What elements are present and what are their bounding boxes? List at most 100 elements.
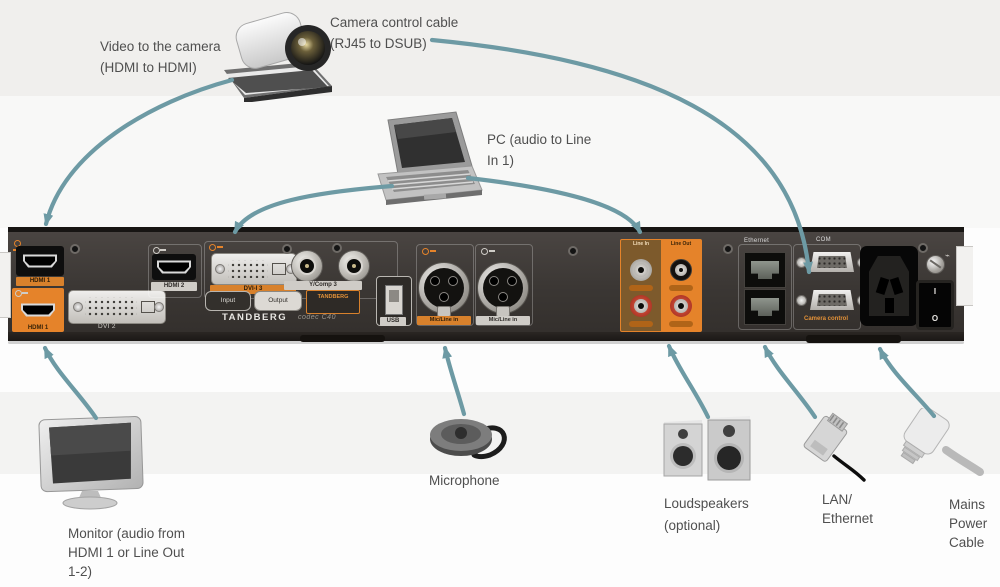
usb-port [385, 285, 403, 315]
brand-logo: TANDBERG [222, 312, 288, 323]
xlr-mic-line-in-2 [477, 262, 529, 317]
panel-screw [568, 246, 578, 256]
dvi-in-3-label: DVI-I 3 [210, 285, 296, 294]
mic-line-in-1-label: Mic/Line in [417, 316, 471, 325]
input-arrow-icon [160, 249, 166, 251]
hdmi-out-1-highlight: HDMI 1 [12, 288, 64, 332]
callout-line: Camera control cable [330, 15, 459, 30]
callout-microphone: Microphone [429, 470, 500, 491]
hdmi-in-1-label: HDMI 1 [16, 277, 64, 286]
rack-mount-tab-right [956, 246, 973, 306]
arrow-video-to-camera [43, 77, 235, 227]
power-off-mark: O [931, 314, 939, 323]
ycomp-bnc-c [338, 250, 370, 282]
dvi-out-2-port [68, 290, 166, 324]
line-in-2-jack [630, 295, 652, 317]
callout-line: (optional) [664, 518, 721, 533]
audio-line-block: Line In Line Out [620, 239, 702, 332]
arrow-camera-control [429, 37, 813, 275]
camera-control-label: Camera control [803, 316, 848, 322]
input-badge-label: Input [220, 297, 236, 304]
panel-bottom-strip [8, 332, 964, 341]
mic-1-group [416, 244, 474, 326]
hdmi-out-1-socket [21, 303, 55, 317]
xlr-pin-hole [439, 292, 449, 302]
xlr-mic-line-in-1 [418, 262, 470, 317]
dsub-connector [810, 290, 854, 310]
hdmi-in-2-socket [157, 260, 191, 274]
pc-input-arrow-icon [217, 246, 223, 248]
panel-top-edge [8, 227, 964, 232]
ethernet-port-2 [744, 289, 786, 325]
power-switch[interactable]: I O [916, 280, 954, 330]
mic-2-icon [481, 248, 488, 255]
line-out-header: Line Out [670, 241, 692, 247]
mic-2-arrow-icon [489, 250, 495, 252]
dvi-screw [154, 302, 164, 312]
dvi-pins [228, 260, 268, 278]
power-on-mark: I [933, 287, 937, 296]
tandberg-badge: TANDBERG [306, 290, 360, 314]
ground-symbol-icon: ⌁ [945, 251, 950, 260]
com-label: COM [816, 237, 831, 243]
vent-slot [806, 335, 901, 343]
pc-input-icon [209, 244, 216, 251]
arrow-monitor [42, 345, 99, 421]
callout-lan: LAN/ Ethernet [822, 490, 873, 528]
callout-monitor: Monitor (audio from HDMI 1 or Line Out 1… [68, 524, 185, 581]
dvi-pins [85, 297, 137, 317]
usb-label: USB [380, 317, 406, 326]
callout-line: In 1) [487, 153, 515, 168]
callout-line: Cable [949, 535, 985, 550]
callout-line: (HDMI to HDMI) [100, 60, 197, 75]
mic-1-arrow-icon [430, 250, 436, 252]
monitor-icon [15, 290, 22, 297]
xlr-pin-hole [448, 276, 458, 286]
callout-camera-control: Camera control cable (RJ45 to DSUB) [330, 12, 458, 54]
ethernet-port-1 [744, 252, 786, 288]
output-badge-label: Output [268, 297, 288, 304]
tandberg-badge-label: TANDBERG [317, 294, 349, 300]
mic-1-icon [422, 248, 429, 255]
arrow-microphone [442, 345, 467, 417]
rca-pill-label [629, 285, 653, 291]
rca-pill-label [669, 285, 693, 291]
panel-screw [70, 244, 80, 254]
callout-loudspeakers: Loudspeakers (optional) [664, 493, 749, 537]
hdmi-out-1-port [15, 298, 61, 322]
hdmi-in-2-group [148, 244, 202, 298]
arrow-pc-video [232, 183, 395, 235]
callout-video-to-camera: Video to the camera (HDMI to HDMI) [100, 36, 221, 78]
xlr-pin-hole [498, 292, 508, 302]
panel-screw [723, 244, 733, 254]
callout-line: Microphone [429, 473, 500, 488]
callout-pc: PC (audio to Line In 1) [487, 129, 591, 171]
rca-pill-label [629, 321, 653, 327]
laptop-image [377, 111, 483, 205]
dsub-connector [810, 252, 854, 272]
power-pin [885, 298, 894, 313]
panel-screw [332, 243, 342, 253]
power-inlet [860, 246, 918, 326]
ycomp-label: Y/Comp 3 [284, 281, 362, 290]
dvi-screw [73, 302, 83, 312]
arrow-pc-audio [465, 175, 643, 235]
hdmi-in-2-port [152, 254, 196, 280]
xlr-pin-hole [430, 276, 440, 286]
rack-mount-tab-left [0, 252, 11, 318]
callout-line: Video to the camera [100, 39, 221, 54]
hdmi-out-1-label: HDMI 1 [27, 325, 49, 331]
arrow-lan [762, 344, 818, 420]
arrow-mains [877, 346, 937, 419]
callout-line: Ethernet [822, 511, 874, 526]
input-badge: Input [205, 291, 251, 311]
ground-thumbscrew [926, 255, 945, 274]
callout-line: Monitor (audio from [68, 526, 186, 541]
codec-rear-panel: HDMI 1 HDMI 1 DVI 2 HDMI 2 [8, 232, 964, 332]
dvi-flat-pin [272, 263, 286, 275]
dvi-out-2-label: DVI 2 [98, 323, 116, 330]
panel-screw [282, 244, 292, 254]
mic-2-group [475, 244, 533, 326]
